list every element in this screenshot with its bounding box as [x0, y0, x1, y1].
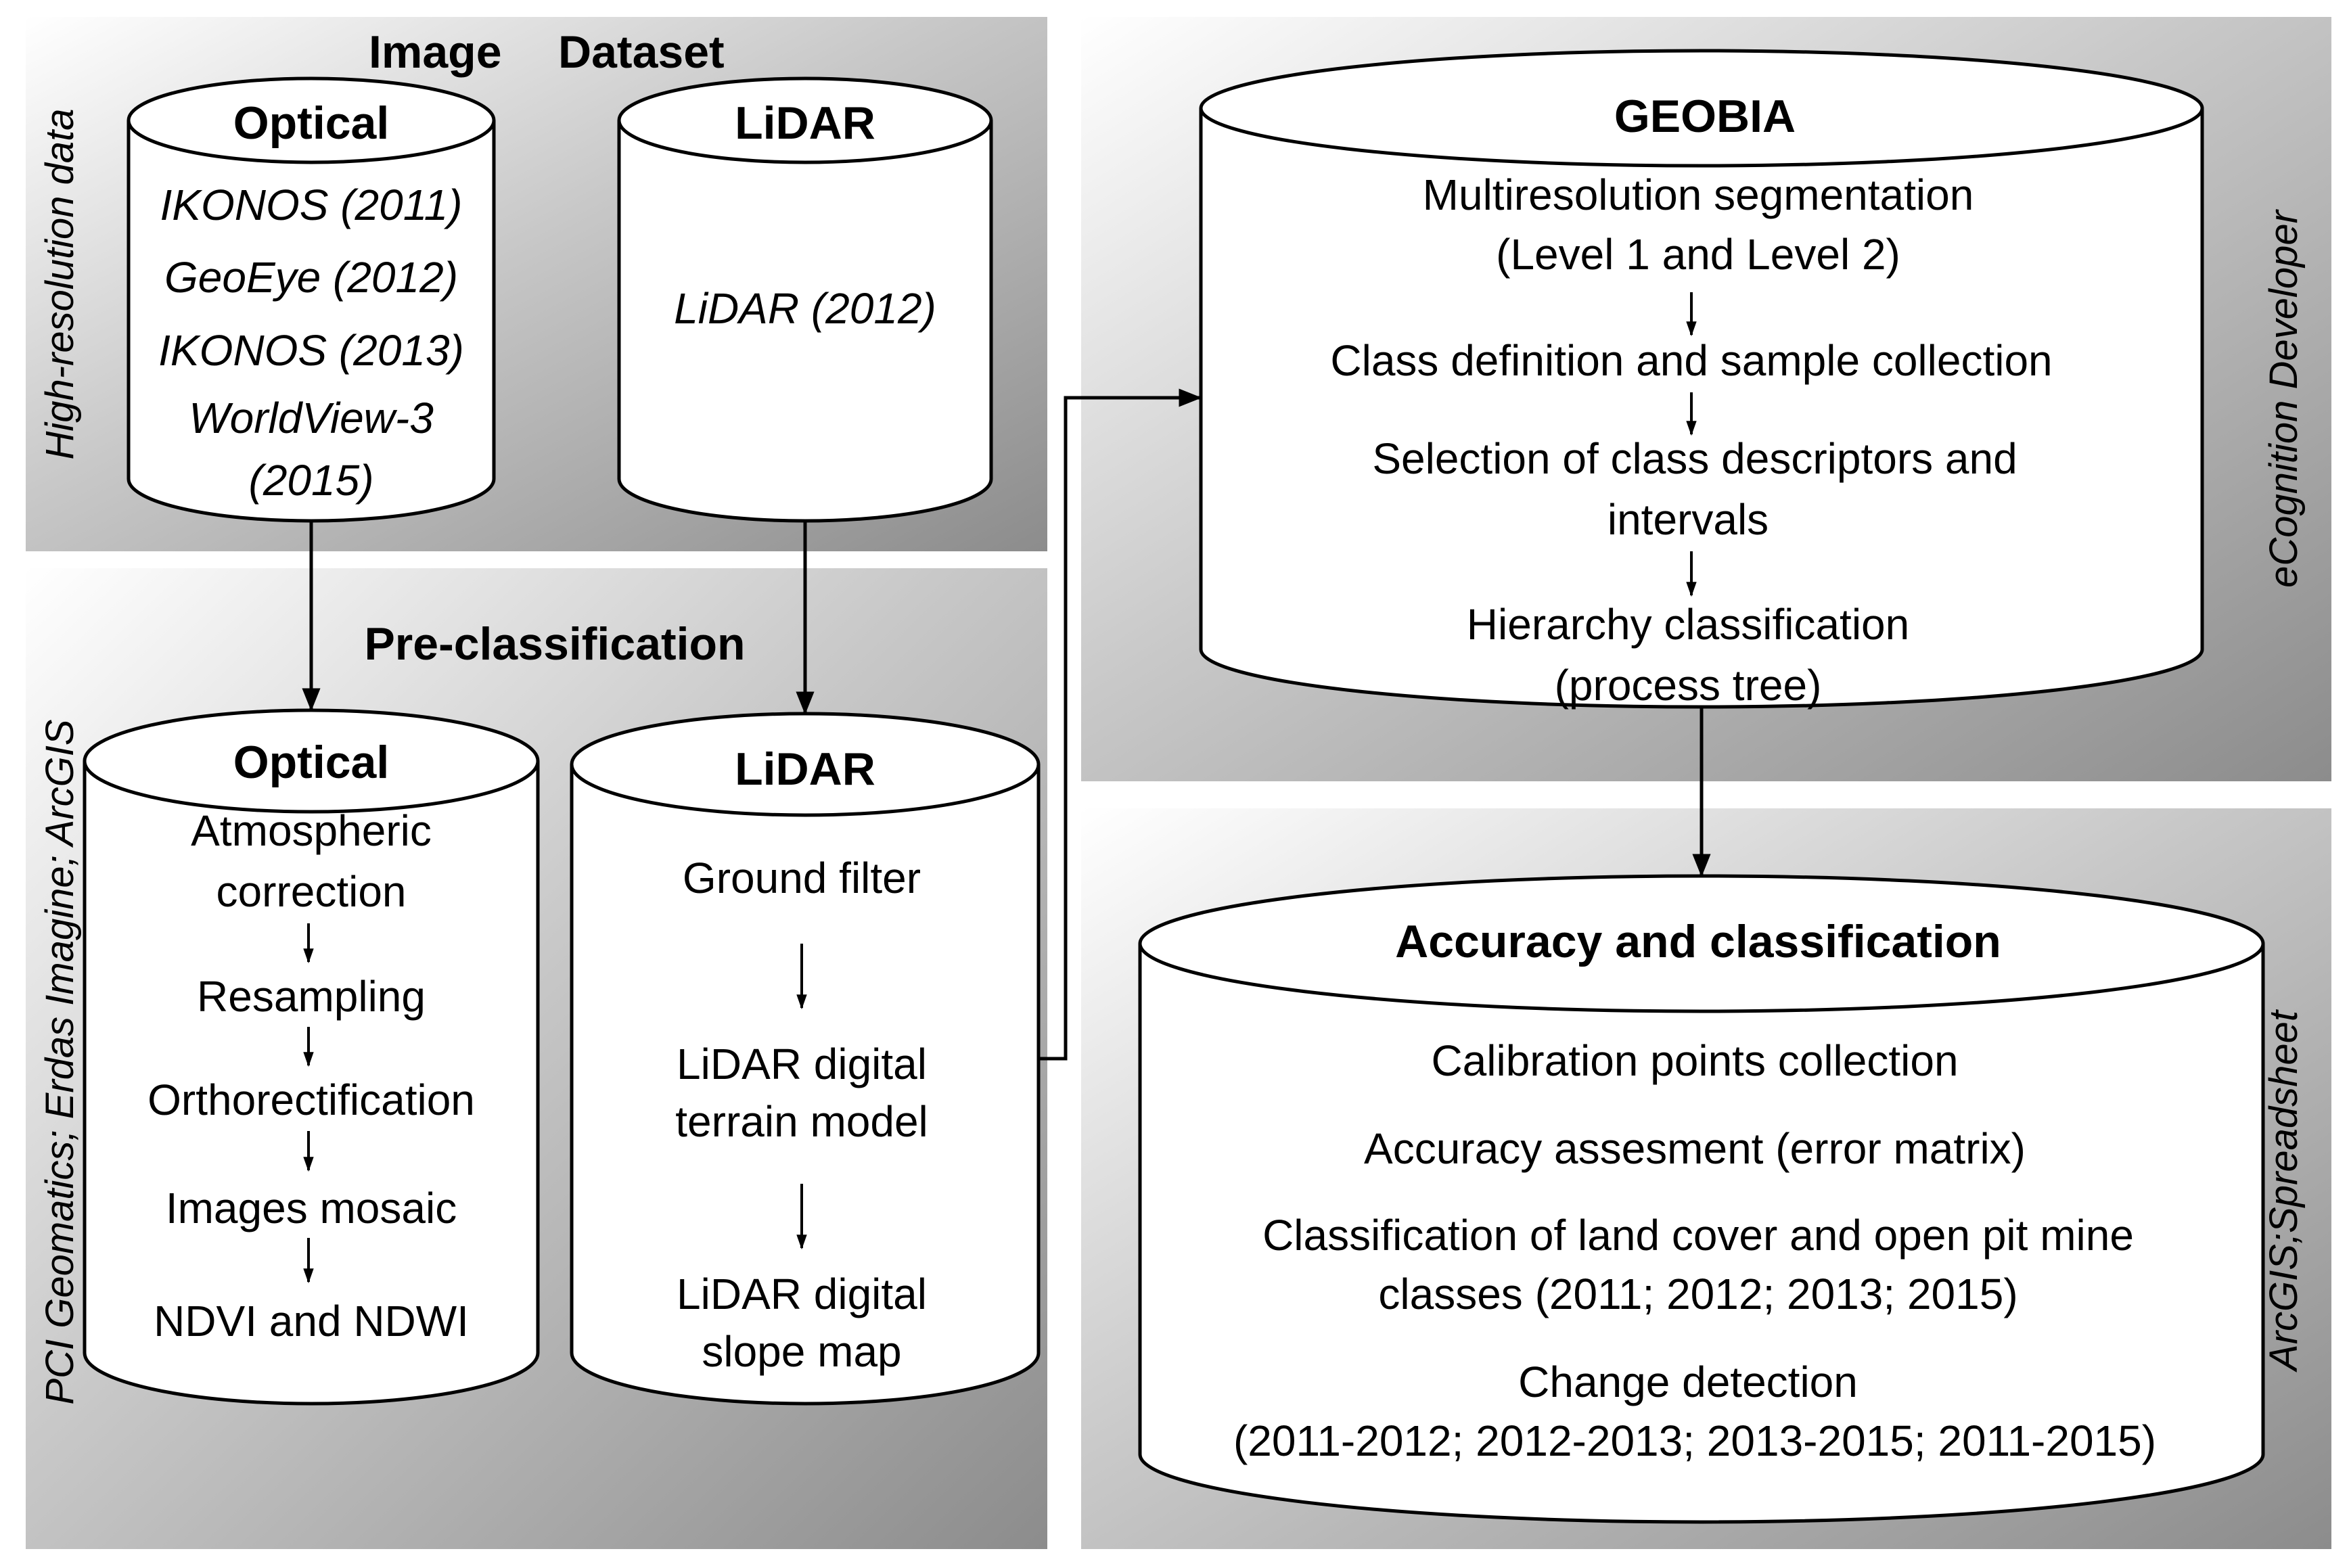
- preclass-optical-step: Atmospheric: [191, 806, 432, 855]
- preclass-optical-cylinder: [83, 708, 540, 1406]
- dataset-optical-item: IKONOS (2013): [158, 326, 464, 375]
- dataset-lidar-title: LiDAR: [735, 97, 875, 149]
- preclass-lidar-step: Ground filter: [683, 854, 921, 902]
- arrow-preclass-to-geobia: [1039, 388, 1202, 1061]
- dataset-side-label: High-resolution data: [38, 108, 82, 459]
- geobia-cylinder: [1199, 49, 2204, 709]
- dataset-lidar-item: LiDAR (2012): [674, 284, 936, 333]
- accuracy-title: Accuracy and classification: [1395, 916, 2001, 967]
- dataset-optical-item: WorldView-3: [189, 394, 434, 442]
- preclass-optical-step: Resampling: [197, 972, 426, 1021]
- preclass-title: Pre-classification: [364, 618, 745, 670]
- dataset-lidar-cylinder: [617, 76, 993, 523]
- preclass-side-label: PCI Geomatics; Erdas Imagine; ArcGIS: [38, 719, 82, 1405]
- preclass-lidar-cylinder: [570, 712, 1041, 1406]
- dataset-title-left: Image: [369, 26, 502, 78]
- geobia-step: (Level 1 and Level 2): [1496, 230, 1900, 279]
- geobia-side-label: eCognition Developer: [2262, 208, 2306, 587]
- preclass-lidar-step: terrain model: [675, 1097, 928, 1146]
- dataset-optical-item: IKONOS (2011): [160, 181, 463, 229]
- accuracy-step: Calibration points collection: [1431, 1036, 1958, 1085]
- accuracy-step: Change detection: [1518, 1358, 1858, 1406]
- geobia-step: Multiresolution segmentation: [1423, 170, 1974, 219]
- preclass-lidar-title: LiDAR: [735, 743, 875, 795]
- accuracy-step: (2011-2012; 2012-2013; 2013-2015; 2011-2…: [1233, 1416, 2156, 1465]
- preclass-optical-step: Orthorectification: [147, 1076, 475, 1124]
- preclass-optical-title: Optical: [233, 737, 390, 788]
- dataset-optical-cylinder: [127, 76, 496, 523]
- preclass-lidar-step: LiDAR digital: [677, 1270, 927, 1318]
- geobia-step: (process tree): [1555, 661, 1822, 710]
- preclass-optical-step: NDVI and NDWI: [154, 1297, 469, 1345]
- accuracy-step: Classification of land cover and open pi…: [1262, 1211, 2134, 1260]
- accuracy-side-label: ArcGIS;Spreadsheet: [2262, 1009, 2306, 1373]
- accuracy-step: Accuracy assesment (error matrix): [1364, 1124, 2026, 1173]
- geobia-step: Hierarchy classification: [1467, 600, 1909, 649]
- preclass-lidar-step: slope map: [702, 1327, 901, 1376]
- dataset-optical-item: (2015): [249, 456, 374, 505]
- preclass-lidar-step: LiDAR digital: [677, 1040, 927, 1088]
- dataset-optical-title: Optical: [233, 97, 390, 149]
- preclass-optical-step: Images mosaic: [166, 1184, 457, 1232]
- accuracy-cylinder: [1138, 874, 2265, 1524]
- dataset-title-right: Dataset: [558, 26, 725, 78]
- geobia-step: intervals: [1607, 495, 1769, 544]
- preclass-optical-step: correction: [216, 867, 407, 916]
- geobia-step: Selection of class descriptors and: [1372, 434, 2017, 483]
- geobia-step: Class definition and sample collection: [1330, 336, 2052, 385]
- dataset-optical-item: GeoEye (2012): [164, 253, 458, 302]
- geobia-title: GEOBIA: [1614, 91, 1796, 142]
- accuracy-step: classes (2011; 2012; 2013; 2015): [1378, 1270, 2017, 1318]
